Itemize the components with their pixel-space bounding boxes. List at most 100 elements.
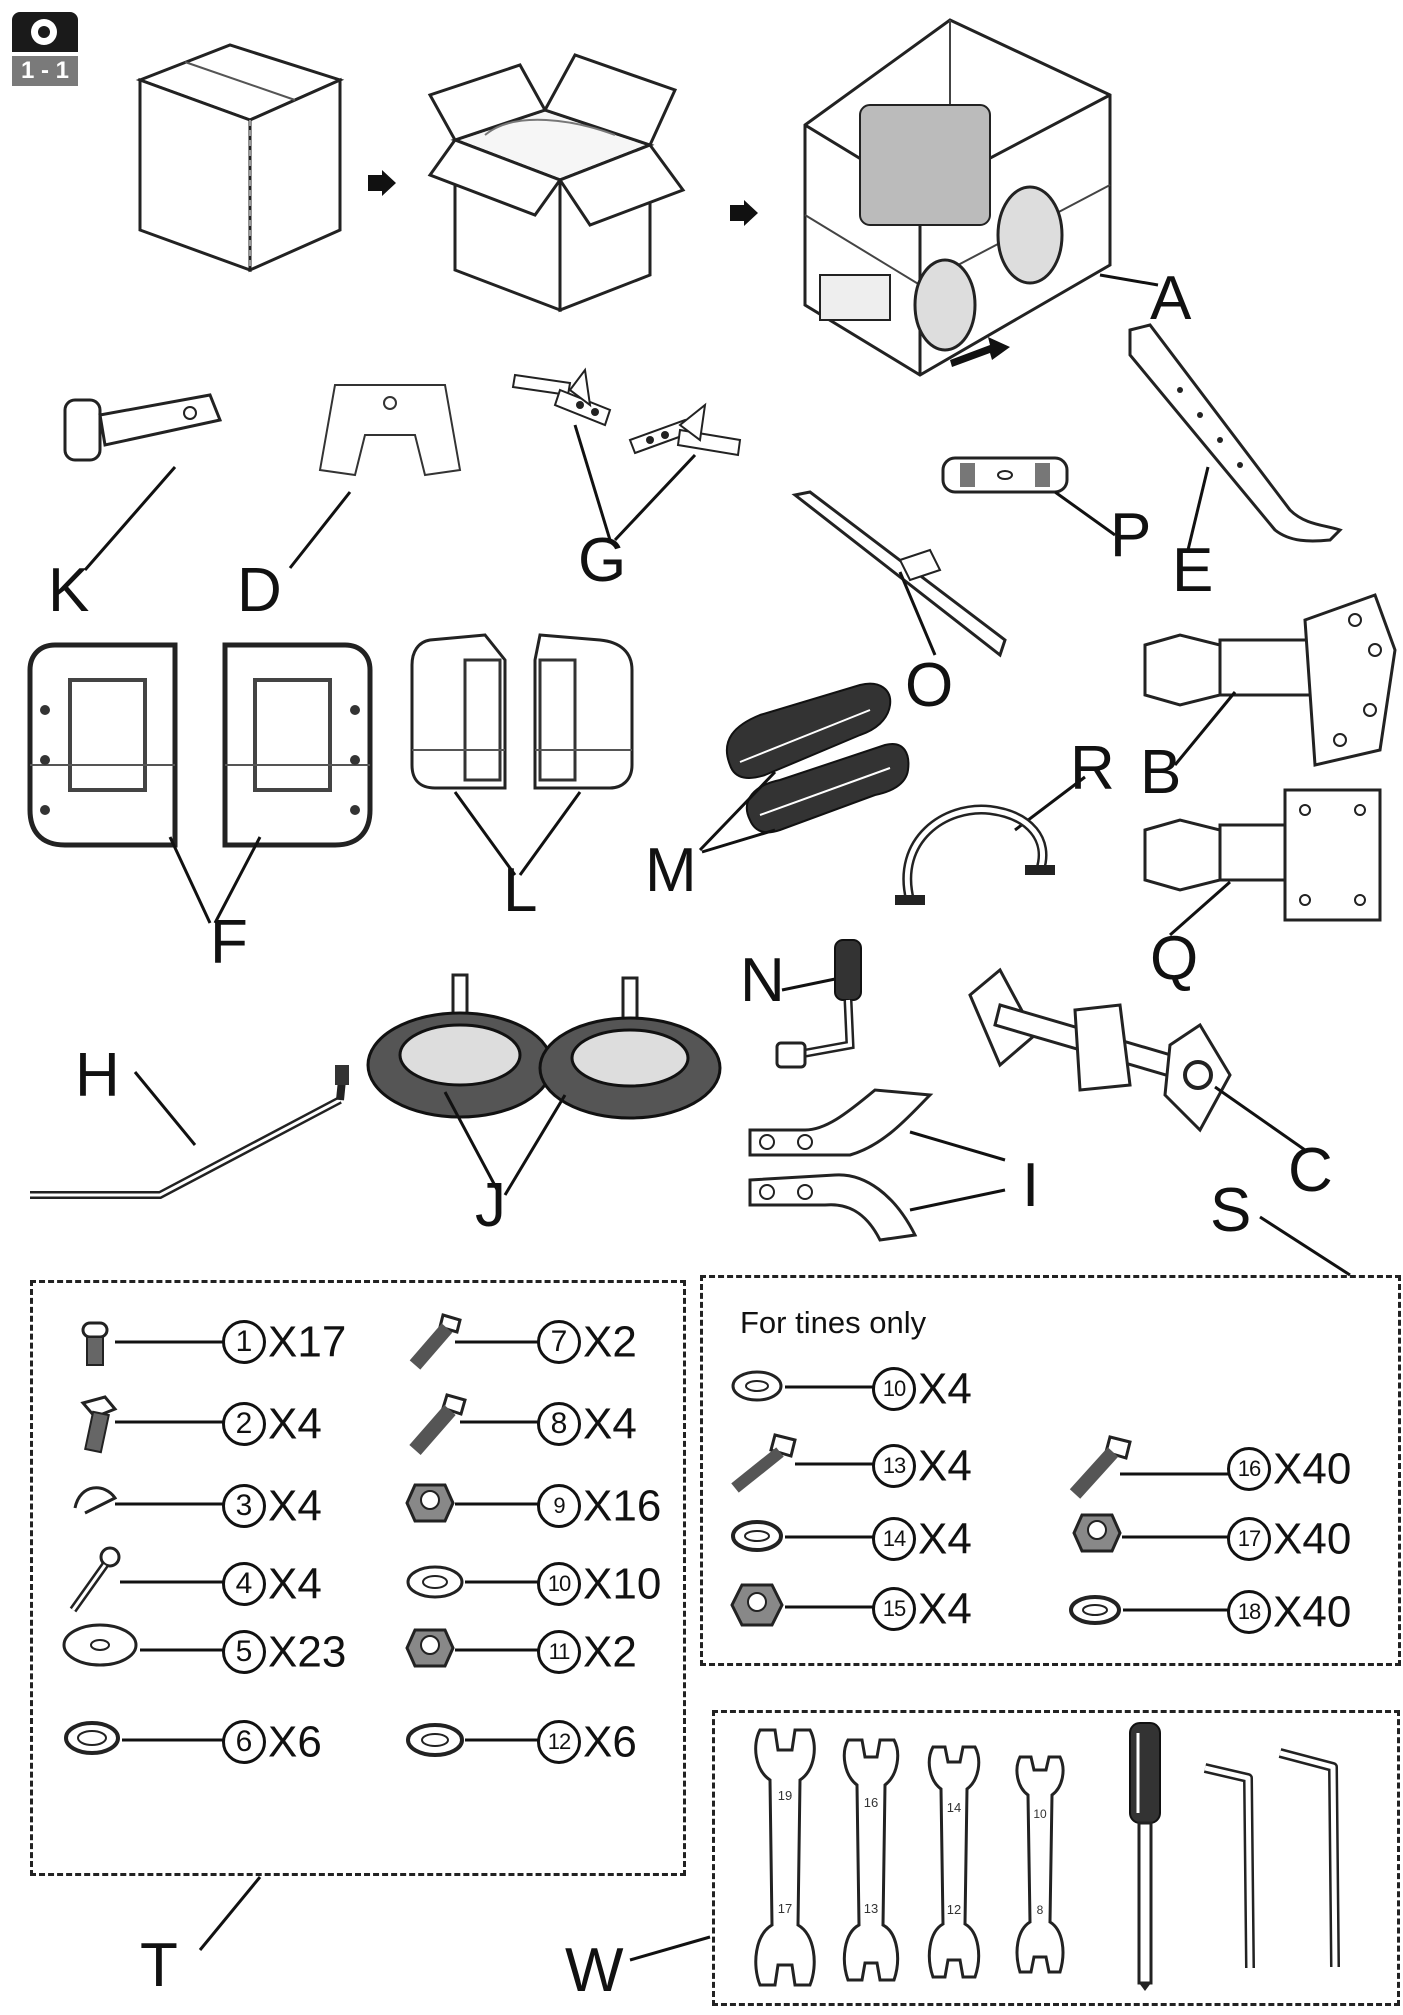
label-w: W	[565, 1936, 624, 2005]
pin-4-icon	[69, 1546, 121, 1613]
closed-box-illustration	[135, 43, 345, 273]
wrench-size-bottom: 12	[947, 1902, 961, 1917]
arrow-right-icon	[730, 200, 758, 226]
part-c-frame	[968, 967, 1232, 1133]
step-number: 1 - 1	[12, 56, 78, 86]
bolt-7-icon	[409, 1313, 462, 1370]
wrench-size-bottom: 13	[864, 1901, 878, 1916]
label-n: N	[740, 946, 785, 1015]
leader-line	[168, 836, 262, 924]
leader-line	[460, 1420, 540, 1424]
r-clip-3-icon	[73, 1486, 118, 1515]
leader-line	[781, 976, 841, 992]
leader-line	[1259, 1215, 1351, 1277]
leader-line	[115, 1340, 225, 1344]
tools-box-w	[712, 1710, 1400, 2006]
leader-line	[785, 1605, 875, 1609]
camera-step-badge: 1 - 1	[12, 12, 78, 90]
washer-10-icon	[731, 1370, 783, 1402]
spring-washer-18-icon	[1069, 1595, 1121, 1625]
label-m: M	[645, 836, 697, 905]
hardware-box-s	[700, 1275, 1401, 1666]
leader-line	[198, 1876, 262, 1951]
label-b: B	[1140, 738, 1182, 807]
leader-line	[455, 1340, 540, 1344]
label-c: C	[1288, 1136, 1333, 1205]
leader-line	[1122, 1535, 1230, 1539]
arrow-right-icon	[368, 170, 396, 196]
part-d-cover	[318, 384, 462, 477]
leader-line	[898, 571, 937, 656]
leader-line	[785, 1385, 875, 1389]
leader-line	[1054, 490, 1116, 537]
part-l-side-covers	[410, 633, 634, 790]
hex-key-icon	[1203, 1763, 1255, 1969]
part-f-fender-left	[27, 642, 178, 848]
camera-icon	[12, 12, 78, 52]
open-box-illustration	[427, 53, 686, 313]
label-l: L	[503, 856, 538, 925]
bolt-13-icon	[731, 1433, 797, 1493]
label-p: P	[1110, 501, 1152, 570]
spring-washer-14-icon	[731, 1520, 783, 1552]
label-k: K	[48, 556, 90, 625]
lock-nut-9-icon	[405, 1483, 455, 1523]
screwdriver-icon	[1129, 1722, 1161, 1991]
leader-line	[1173, 691, 1237, 766]
spring-washer-6-icon	[64, 1721, 120, 1755]
label-o: O	[905, 651, 954, 720]
washer-5-icon	[62, 1623, 138, 1667]
part-m-pads	[725, 682, 910, 834]
part-f-fender-right	[222, 642, 373, 848]
leader-line	[115, 1420, 225, 1424]
leader-line	[115, 1502, 225, 1506]
wrench-14-12-icon: 14 12	[927, 1745, 981, 1979]
leader-line	[120, 1580, 225, 1584]
wrench-size-bottom: 17	[778, 1901, 792, 1916]
label-a: A	[1150, 264, 1192, 333]
leader-line	[455, 1648, 540, 1652]
wrench-19-17-icon: 19 17	[754, 1728, 816, 1987]
part-p-plate	[941, 456, 1069, 494]
leader-line	[795, 1462, 875, 1466]
bolt-2-icon	[80, 1395, 118, 1454]
leader-line	[453, 791, 582, 876]
leader-line	[122, 1738, 225, 1742]
wrench-size-top: 16	[864, 1795, 878, 1810]
label-j: J	[475, 1171, 506, 1240]
wrench-size-top: 19	[778, 1788, 792, 1803]
label-q: Q	[1150, 924, 1199, 993]
label-d: D	[237, 556, 282, 625]
part-n-crank-handle	[775, 939, 862, 1069]
leader-line	[1099, 273, 1159, 287]
wrench-16-13-icon: 16 13	[842, 1738, 900, 1982]
tines-only-note: For tines only	[740, 1305, 927, 1340]
hex-key-icon	[1278, 1748, 1340, 1968]
spring-washer-12-icon	[406, 1723, 464, 1757]
crated-tiller-illustration	[803, 18, 1112, 377]
leader-line	[1123, 1608, 1230, 1612]
leader-line	[909, 1130, 1006, 1212]
lock-nut-11-icon	[405, 1628, 455, 1668]
label-e: E	[1172, 536, 1214, 605]
leader-line	[83, 466, 177, 571]
bolt-8-icon	[409, 1393, 467, 1455]
leader-line	[443, 1091, 567, 1196]
wrench-size-top: 10	[1033, 1807, 1047, 1821]
leader-line	[465, 1738, 540, 1742]
bolt-1-icon	[81, 1321, 109, 1366]
